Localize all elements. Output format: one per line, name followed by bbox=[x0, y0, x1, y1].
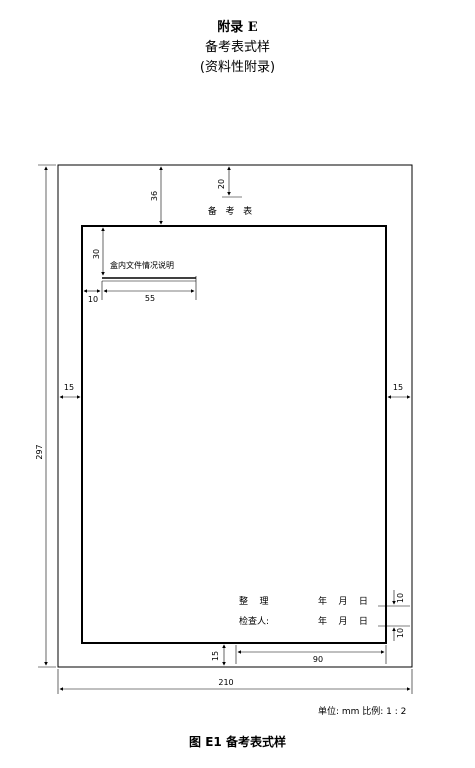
bottom-margin-label: 15 bbox=[211, 651, 220, 661]
appendix-title: 附录 E bbox=[217, 20, 258, 35]
unit-scale-note: 单位: mm 比例: 1 : 2 bbox=[318, 707, 407, 717]
top-margin-label: 36 bbox=[150, 191, 159, 201]
form-inner-title: 备 考 表 bbox=[208, 205, 252, 217]
checker-date: 年 月 日 bbox=[318, 615, 368, 627]
organizer-date: 年 月 日 bbox=[318, 595, 368, 607]
left-inner-label: 10 bbox=[88, 295, 98, 304]
figure-caption: 图 E1 备考表式样 bbox=[189, 735, 286, 749]
organizer-label: 整 理 bbox=[239, 595, 268, 607]
inner-frame bbox=[81, 225, 387, 644]
section-label: 盒内文件情况说明 bbox=[110, 260, 174, 270]
page-header: 附录 E 备考表式样 (资料性附录) bbox=[0, 18, 475, 78]
form-title: 备考表式样 bbox=[204, 40, 270, 55]
right-margin-label: 15 bbox=[393, 383, 403, 392]
left-margin-label: 15 bbox=[64, 383, 74, 392]
width-total-label: 210 bbox=[218, 678, 233, 687]
row-gap-label-2: 10 bbox=[396, 628, 405, 638]
date-width-label: 90 bbox=[313, 655, 323, 664]
section-offset-label: 30 bbox=[92, 249, 101, 259]
appendix-note: (资料性附录) bbox=[199, 60, 276, 75]
title-offset-label: 20 bbox=[217, 179, 226, 189]
line-length-label: 55 bbox=[145, 294, 155, 303]
height-total-label: 297 bbox=[35, 444, 44, 459]
outer-page-border bbox=[57, 164, 413, 668]
checker-label: 检查人: bbox=[239, 615, 269, 627]
row-gap-label-1: 10 bbox=[396, 593, 405, 603]
